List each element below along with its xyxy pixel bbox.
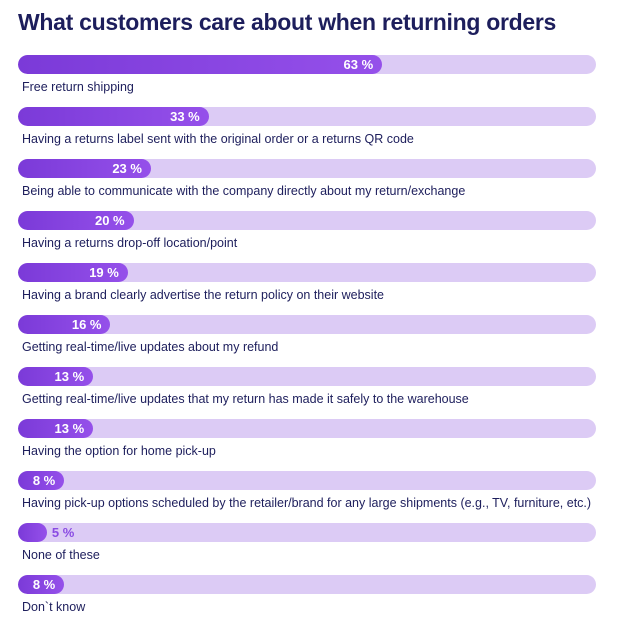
bar-row: 8 % Don`t know — [18, 575, 596, 623]
bar — [18, 419, 94, 438]
bar-row: 13 % Getting real-time/live updates that … — [18, 367, 596, 415]
bar-value-label: 16 % — [71, 317, 102, 332]
bar — [18, 523, 47, 542]
bar-row: 16 % Getting real-time/live updates about… — [18, 315, 596, 363]
bar-category-label: Having pick-up options scheduled by the … — [22, 496, 592, 510]
bar-value-label: 19 % — [89, 265, 119, 280]
bar-track — [18, 211, 596, 230]
bar-value-label: 5 % — [51, 525, 75, 540]
bar — [18, 107, 209, 126]
bar-track — [18, 107, 596, 126]
bar — [18, 55, 383, 74]
bar — [18, 471, 65, 490]
bar-row: 20 % Having a returns drop-off location/p… — [18, 211, 596, 259]
bar-row: 33 % Having a returns label sent with the… — [18, 107, 596, 155]
bar-track — [18, 575, 596, 594]
bar-row: 23 % Being able to communicate with the c… — [18, 159, 596, 207]
bar-category-label: Free return shipping — [22, 80, 134, 94]
bar-category-label: None of these — [22, 548, 100, 562]
bar-category-label: Don`t know — [22, 600, 86, 614]
bar-row: 19 % Having a brand clearly advertise the… — [18, 263, 596, 311]
bar-track — [18, 315, 596, 334]
bar-category-label: Getting real-time/live updates that my r… — [22, 392, 469, 406]
bar-track — [18, 263, 596, 282]
bar-value-label: 23 % — [112, 161, 142, 176]
chart-title: What customers care about when returning… — [18, 9, 557, 35]
bar-track — [18, 159, 596, 178]
bar-value-label: 13 % — [54, 421, 85, 436]
bar-row: 8 % Having pick-up options scheduled by t… — [18, 471, 596, 519]
bar — [18, 367, 94, 386]
bar-category-label: Being able to communicate with the compa… — [22, 184, 466, 198]
bar-category-label: Having a returns drop-off location/point — [22, 236, 238, 250]
bar-value-label: 8 % — [32, 473, 56, 488]
bar — [18, 315, 111, 334]
bar-category-label: Having the option for home pick-up — [22, 444, 216, 458]
bar-value-label: 13 % — [54, 369, 85, 384]
bar-row: 13 % Having the option for home pick-up — [18, 419, 596, 467]
bar-track — [18, 419, 596, 438]
bar-value-label: 20 % — [94, 213, 125, 228]
bar-value-label: 33 % — [170, 109, 200, 124]
bar-row: 63 % Free return shipping — [18, 55, 596, 103]
bar — [18, 575, 65, 594]
bar — [18, 159, 151, 178]
bar-value-label: 8 % — [32, 577, 56, 592]
bar — [18, 211, 134, 230]
bar-category-label: Having a returns label sent with the ori… — [22, 132, 414, 146]
bar — [18, 263, 128, 282]
bar-row: 5 % None of these — [18, 523, 596, 571]
bar-category-label: Having a brand clearly advertise the ret… — [22, 288, 384, 302]
bar-category-label: Getting real-time/live updates about my … — [22, 340, 279, 354]
bar-track — [18, 471, 596, 490]
bar-track — [18, 55, 596, 74]
bar-track — [18, 367, 596, 386]
bar-value-label: 63 % — [343, 57, 374, 72]
bar-track — [18, 523, 596, 542]
